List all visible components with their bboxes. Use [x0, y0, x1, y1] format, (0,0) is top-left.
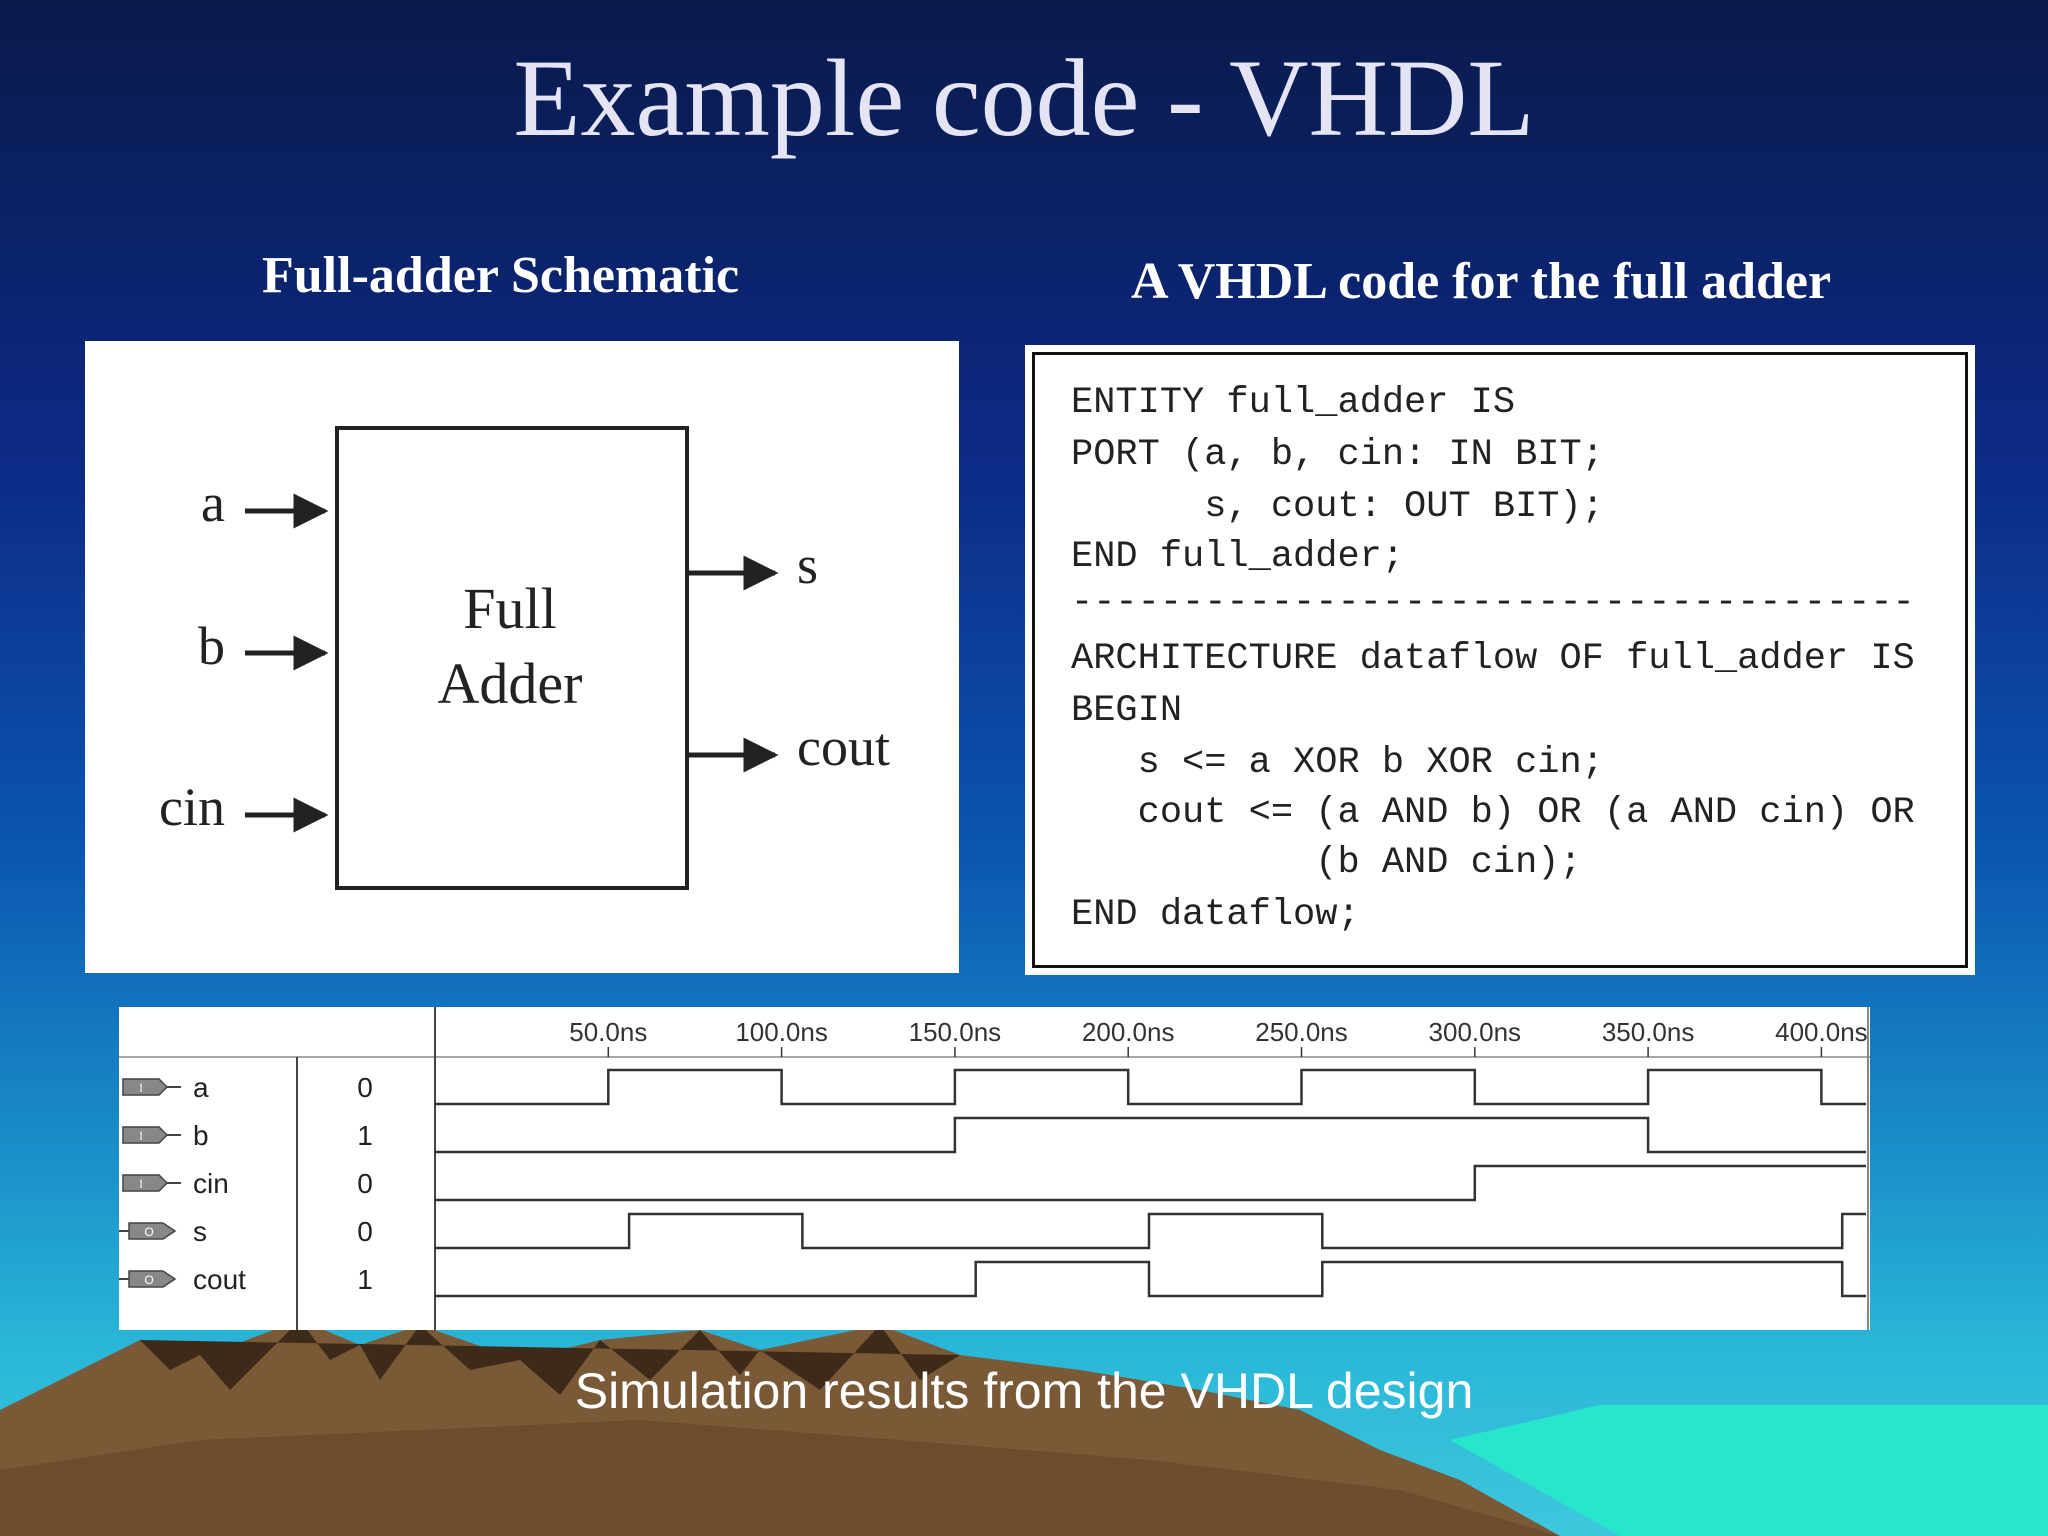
vhdl-code-panel: ENTITY full_adder IS PORT (a, b, cin: IN…: [1025, 345, 1975, 975]
code-line: (b AND cin);: [1071, 842, 1582, 884]
full-adder-schematic: Full Adder a b cin s cout: [85, 341, 959, 973]
code-separator: --------------------------------------: [1071, 582, 1915, 624]
signal-value: 1: [357, 1120, 373, 1151]
block-label-full: Full: [463, 576, 557, 641]
input-pin-icon: I: [122, 1174, 181, 1192]
code-line: END dataflow;: [1071, 894, 1360, 936]
svg-text:I: I: [139, 1129, 142, 1143]
code-line: s <= a XOR b XOR cin;: [1071, 742, 1604, 784]
output-pin-icon: O: [119, 1270, 177, 1288]
full-adder-block: [335, 426, 689, 890]
code-line: cout <= (a AND b) OR (a AND cin) OR: [1071, 792, 1915, 834]
signal-value: 0: [357, 1072, 373, 1103]
signal-waveform: [435, 1164, 1866, 1202]
simulation-waveform: 50.0ns 100.0ns 150.0ns 200.0ns 250.0ns 300.0n…: [119, 1007, 1870, 1330]
output-s-label: s: [797, 535, 818, 595]
input-a-label: a: [201, 473, 225, 533]
svg-text:O: O: [144, 1225, 153, 1239]
input-b-label: b: [198, 616, 225, 676]
signal-name: a: [193, 1072, 209, 1103]
signal-waveform: [435, 1260, 1866, 1298]
output-cout-label: cout: [797, 717, 890, 777]
signal-value: 0: [357, 1168, 373, 1199]
signal-name: cin: [193, 1168, 229, 1199]
schematic-drawing: Full Adder a b cin s cout: [159, 426, 890, 890]
simulation-caption: Simulation results from the VHDL design: [574, 1363, 1474, 1419]
signal-waveform: [435, 1116, 1866, 1154]
time-label: 200.0ns: [1082, 1017, 1175, 1047]
code-line: BEGIN: [1071, 690, 1183, 732]
code-line: ARCHITECTURE dataflow OF full_adder IS: [1071, 638, 1915, 680]
code-line: PORT (a, b, cin: IN BIT;: [1071, 434, 1604, 476]
svg-text:O: O: [144, 1273, 153, 1287]
svg-text:I: I: [139, 1177, 142, 1191]
input-pin-icon: I: [122, 1078, 181, 1096]
time-label: 150.0ns: [909, 1017, 1002, 1047]
mountain-landscape: [0, 1320, 2048, 1536]
time-label: 50.0ns: [569, 1017, 647, 1047]
signal-value: 1: [357, 1264, 373, 1295]
signal-name: s: [193, 1216, 207, 1247]
code-line: s, cout: OUT BIT);: [1071, 486, 1604, 528]
time-label: 300.0ns: [1429, 1017, 1522, 1047]
time-label: 100.0ns: [735, 1017, 828, 1047]
svg-text:I: I: [139, 1081, 142, 1095]
code-line: ENTITY full_adder IS: [1071, 382, 1516, 424]
signal-name: cout: [193, 1264, 246, 1295]
input-cin-label: cin: [159, 777, 225, 837]
waveform-drawing: 50.0ns 100.0ns 150.0ns 200.0ns 250.0ns 300.0n…: [119, 1007, 1870, 1330]
signal-value: 0: [357, 1216, 373, 1247]
schematic-heading: Full-adder Schematic: [262, 247, 740, 304]
signal-waveform: [435, 1068, 1866, 1106]
time-label: 400.0ns: [1775, 1017, 1868, 1047]
input-pin-icon: I: [122, 1126, 181, 1144]
signal-waveform: [435, 1212, 1866, 1250]
slide-title: Example code - VHDL: [513, 37, 1535, 159]
code-heading: A VHDL code for the full adder: [1131, 253, 1832, 310]
time-label: 250.0ns: [1255, 1017, 1348, 1047]
block-label-adder: Adder: [438, 651, 583, 716]
code-line: END full_adder;: [1071, 536, 1405, 578]
signal-name: b: [193, 1120, 209, 1151]
time-label: 350.0ns: [1602, 1017, 1695, 1047]
output-pin-icon: O: [119, 1222, 177, 1240]
